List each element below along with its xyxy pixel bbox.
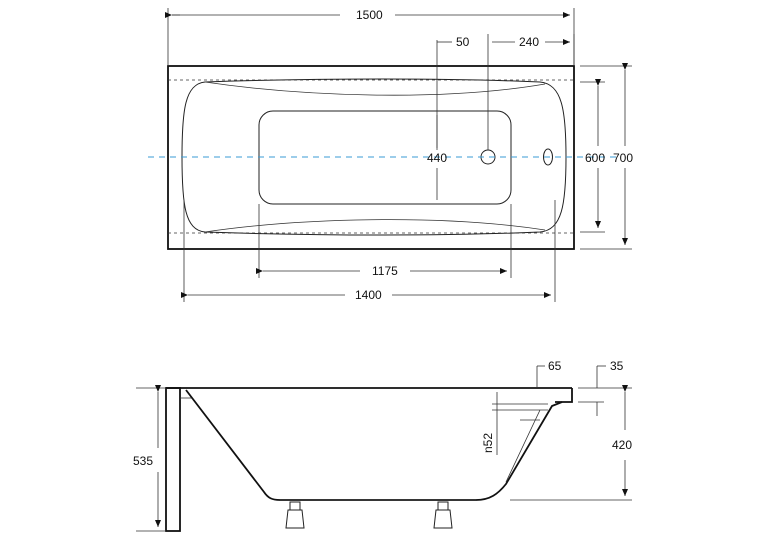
basin-wave-bottom (204, 219, 546, 233)
basin-inner-profile (505, 409, 541, 483)
front-panel (165, 387, 181, 532)
dim-overall-length: 1500 (356, 8, 383, 22)
dim-bottom-length: 1175 (372, 264, 398, 278)
dim-rim-overhang: 65 (548, 359, 562, 373)
basin-profile (185, 389, 563, 501)
overflow-icon (543, 148, 553, 166)
basin-wave-top (204, 81, 546, 96)
dim-rim-thickness: 35 (610, 359, 624, 373)
dim-overflow-diameter: n52 (481, 433, 495, 453)
dim-basin-length: 1400 (355, 288, 382, 302)
rim-right-end (555, 388, 573, 403)
tub-outer-outline (167, 65, 575, 250)
dim-overall-width: 700 (613, 151, 633, 165)
dim-overflow-offset: 50 (456, 35, 470, 49)
dim-drain-offset: 240 (519, 35, 539, 49)
dim-rim-width: 600 (585, 151, 605, 165)
top-view: 1500 50 240 440 600 700 1175 (148, 8, 633, 302)
right-foot-icon (433, 501, 453, 529)
basin-outline (181, 78, 567, 236)
dim-basin-depth: 420 (612, 438, 632, 452)
left-foot-icon (285, 501, 305, 529)
side-view: 65 35 420 535 n52 (133, 359, 632, 532)
dim-total-height: 535 (133, 454, 153, 468)
dim-inner-width: 440 (427, 151, 447, 165)
